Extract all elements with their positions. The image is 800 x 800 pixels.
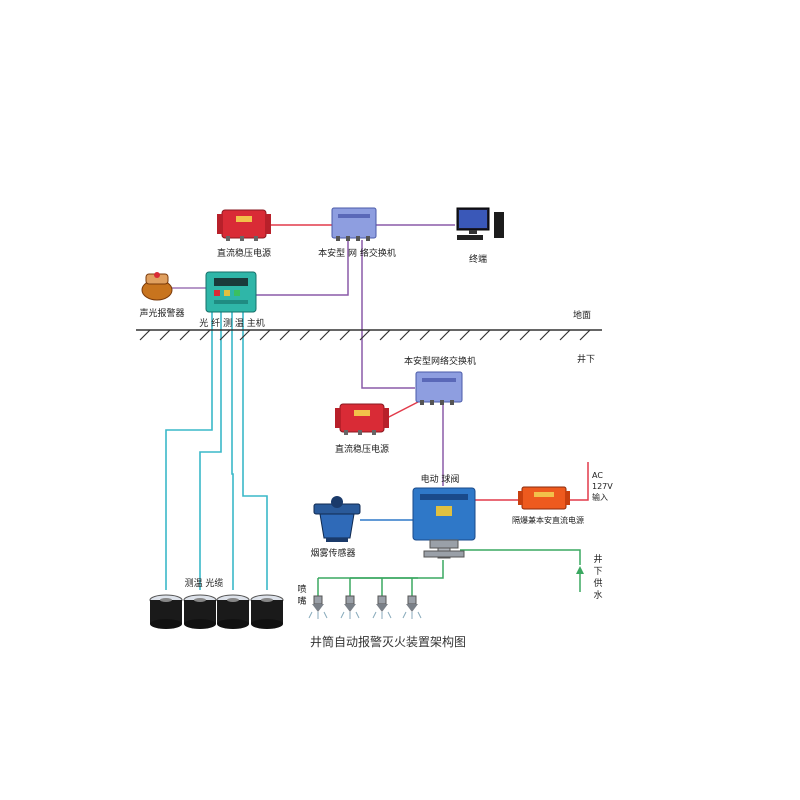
audible-visual-alarm	[141, 272, 173, 301]
label-cable: 测温 光缆	[185, 577, 224, 589]
label-ac: AC	[592, 471, 603, 480]
label-smoke-sensor: 烟雾传感器	[310, 547, 355, 559]
dc-power-supply-bottom	[335, 403, 389, 435]
nozzle-3	[372, 595, 392, 619]
network-connections	[255, 224, 455, 486]
terminal-computer	[456, 207, 504, 240]
label-underground: 井下	[577, 353, 595, 365]
label-nozzle-1: 喷	[297, 584, 306, 595]
dc-power-supply-top	[217, 209, 271, 241]
diagram-caption: 井筒自动报警灭火装置架构图	[310, 634, 466, 649]
link-ac-input	[570, 462, 589, 501]
pipe-valve-to-network	[350, 560, 444, 579]
label-water-4: 水	[593, 589, 602, 601]
fiber-cable-3	[231, 312, 234, 590]
label-valve: 电动 球阀	[421, 473, 460, 485]
label-isolated-power: 隔爆兼本安直流电源	[512, 515, 584, 525]
cable-spool-4	[250, 594, 284, 629]
label-input: 输入	[592, 492, 608, 502]
label-alarm: 声光报警器	[139, 307, 184, 319]
label-127v: 127V	[592, 482, 613, 491]
fiber-cable-2	[199, 312, 222, 590]
water-pipes	[317, 549, 584, 596]
label-ground: 地面	[573, 309, 591, 321]
nozzle-4	[402, 595, 422, 619]
label-water-1: 井	[593, 553, 602, 565]
label-switch-top: 本安型 网 络交换机	[318, 247, 396, 259]
network-switch-bottom	[415, 371, 463, 405]
label-nozzle-2: 嘴	[297, 596, 306, 607]
electric-ball-valve	[412, 487, 476, 559]
cable-spool-2	[183, 594, 217, 629]
water-supply-arrow-head	[576, 566, 584, 574]
link-host-switch	[255, 240, 349, 296]
isolated-dc-power	[518, 486, 570, 510]
label-switch-bottom: 本安型网络交换机	[404, 355, 476, 367]
label-water-2: 下	[593, 567, 602, 577]
fiber-cables	[165, 312, 268, 590]
label-water-3: 供	[593, 577, 602, 589]
fiber-cable-4	[242, 312, 268, 590]
label-host: 光 纤 测 温 主机	[199, 317, 264, 329]
smoke-sensor	[313, 496, 361, 542]
fiber-cable-1	[165, 312, 213, 590]
cable-spool-3	[216, 594, 250, 629]
network-switch-top	[331, 207, 377, 241]
nozzle-2	[340, 595, 360, 619]
pipe-water-supply	[460, 549, 581, 565]
link-switch-top-to-bottom	[361, 240, 415, 389]
label-terminal: 终端	[469, 253, 487, 265]
fiber-temperature-host	[205, 271, 257, 313]
nozzle-1	[308, 595, 328, 619]
cable-spool-1	[149, 594, 183, 629]
ground-line	[136, 329, 602, 341]
label-dc-power-bottom: 直流稳压电源	[335, 443, 389, 455]
label-dc-power-top: 直流稳压电源	[217, 247, 271, 259]
